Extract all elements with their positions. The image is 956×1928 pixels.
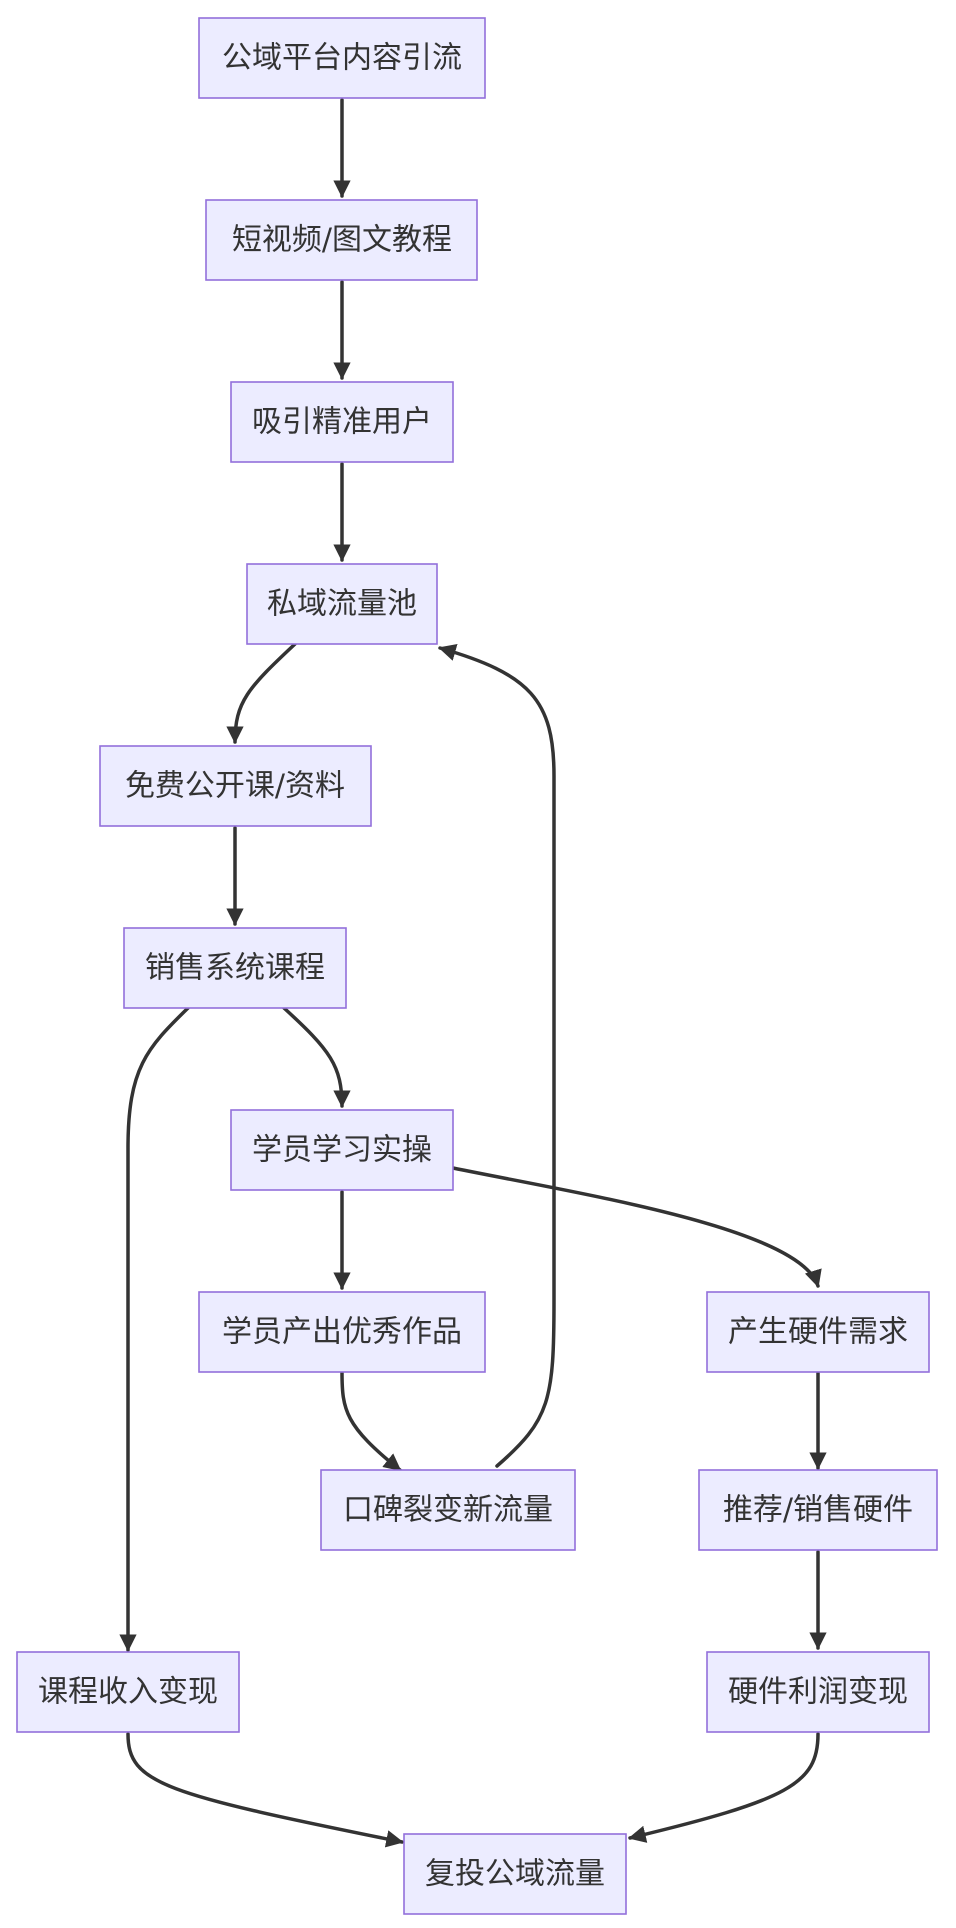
node-label: 课程收入变现 — [38, 1675, 218, 1710]
node-label: 学员产出优秀作品 — [222, 1315, 462, 1350]
edge-n6-n12 — [119, 1006, 190, 1652]
node-label: 口碑裂变新流量 — [343, 1493, 553, 1528]
node-label: 推荐/销售硬件 — [723, 1493, 913, 1528]
node-private-pool[interactable]: 私域流量池 — [246, 563, 438, 645]
node-student-works[interactable]: 学员产出优秀作品 — [198, 1291, 486, 1373]
edge-n8-n10 — [340, 1370, 402, 1472]
node-sell-course[interactable]: 销售系统课程 — [123, 927, 347, 1009]
edge-n6-n7 — [282, 1006, 351, 1108]
edge-n7-n9 — [451, 1166, 822, 1288]
node-label: 短视频/图文教程 — [232, 223, 452, 258]
node-student-practice[interactable]: 学员学习实操 — [230, 1109, 454, 1191]
edge-layer — [119, 98, 827, 1848]
node-label: 复投公域流量 — [425, 1857, 605, 1892]
edge-n4-n5 — [226, 642, 297, 744]
node-course-revenue[interactable]: 课程收入变现 — [16, 1651, 240, 1733]
node-hardware-demand[interactable]: 产生硬件需求 — [706, 1291, 930, 1373]
node-short-video-tutorial[interactable]: 短视频/图文教程 — [205, 199, 478, 281]
node-label: 销售系统课程 — [145, 951, 325, 986]
node-public-traffic[interactable]: 公域平台内容引流 — [198, 17, 486, 99]
node-reinvest-traffic[interactable]: 复投公域流量 — [403, 1833, 627, 1915]
node-label: 吸引精准用户 — [252, 405, 432, 440]
node-word-of-mouth[interactable]: 口碑裂变新流量 — [320, 1469, 576, 1551]
node-free-course[interactable]: 免费公开课/资料 — [99, 745, 372, 827]
node-recommend-hardware[interactable]: 推荐/销售硬件 — [698, 1469, 938, 1551]
node-label: 产生硬件需求 — [728, 1315, 908, 1350]
edge-n10-n4 — [438, 643, 556, 1468]
node-label: 免费公开课/资料 — [125, 769, 345, 804]
edge-n12-n14 — [126, 1732, 404, 1848]
node-label: 私域流量池 — [267, 587, 417, 622]
node-layer: 公域平台内容引流 短视频/图文教程 吸引精准用户 私域流量池 免费公开课/资料 … — [16, 17, 938, 1915]
node-label: 硬件利润变现 — [728, 1675, 908, 1710]
node-attract-users[interactable]: 吸引精准用户 — [230, 381, 454, 463]
node-label: 公域平台内容引流 — [222, 41, 462, 76]
node-hardware-profit[interactable]: 硬件利润变现 — [706, 1651, 930, 1733]
edge-n13-n14 — [628, 1732, 820, 1843]
node-label: 学员学习实操 — [252, 1133, 432, 1168]
